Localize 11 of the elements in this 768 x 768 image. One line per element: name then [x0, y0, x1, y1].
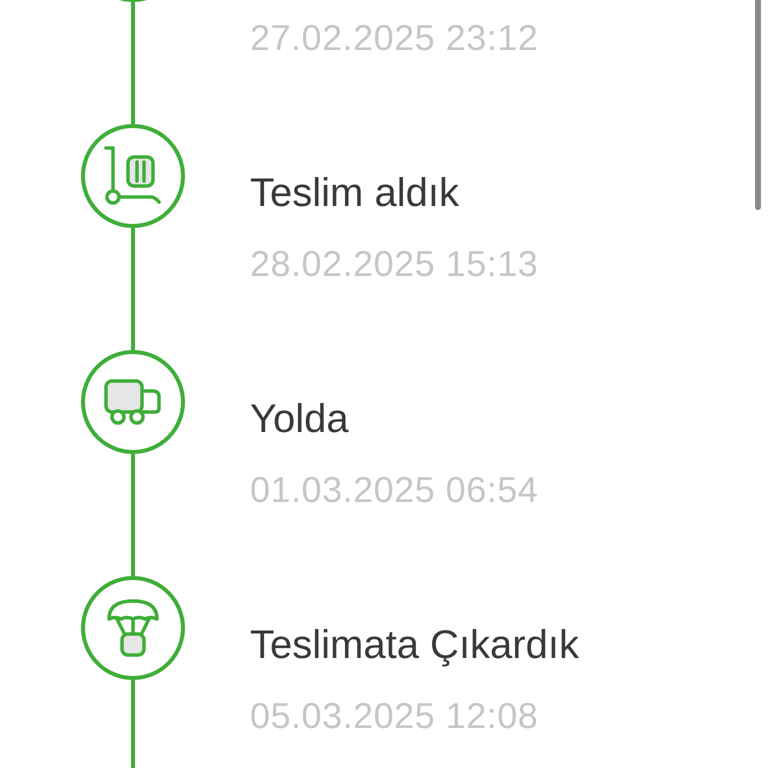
status-date: 27.02.2025 23:12 [250, 20, 538, 56]
connector-line [131, 680, 135, 768]
connector-line [131, 2, 135, 124]
status-title: Teslimata Çıkardık [250, 625, 579, 665]
status-title: Teslim aldık [250, 173, 459, 213]
connector-line [131, 454, 135, 576]
connector-line [131, 228, 135, 350]
status-title: Yolda [250, 399, 349, 439]
status-date: 28.02.2025 15:13 [250, 246, 538, 282]
status-date: 01.03.2025 06:54 [250, 472, 538, 508]
status-date: 05.03.2025 12:08 [250, 698, 538, 734]
